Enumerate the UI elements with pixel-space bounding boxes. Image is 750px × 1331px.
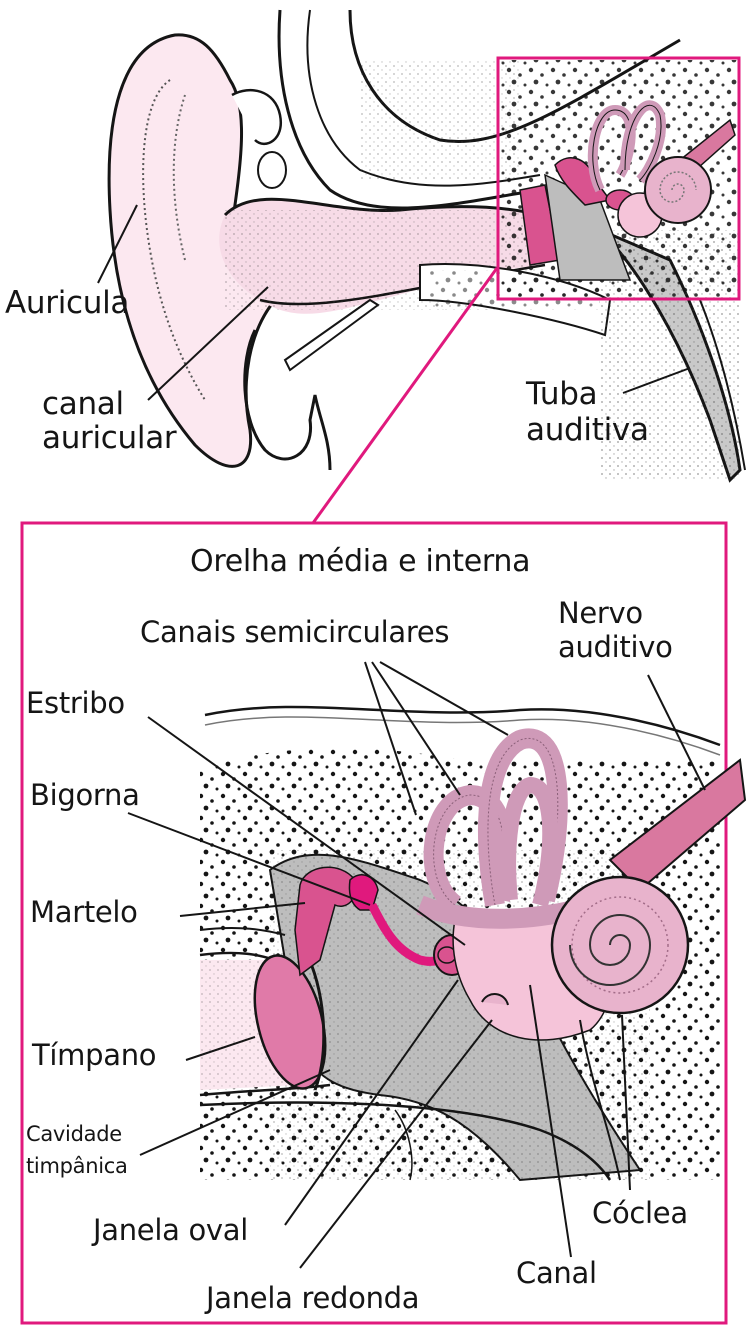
- overview-illustration: [107, 9, 746, 483]
- inner-ear-highlight-frame: [496, 56, 741, 301]
- semicircular-canal-3: [500, 776, 559, 908]
- label-estribo: Estribo: [26, 686, 125, 720]
- label-janela-redonda: Janela redonda: [206, 1281, 420, 1315]
- inset-illustration: [199, 705, 747, 1182]
- cochlea-shape: [550, 875, 690, 1015]
- label-auricula: Auricula: [5, 285, 130, 321]
- label-canal-auricular-line2: auricular: [42, 420, 177, 456]
- label-janela-oval: Janela oval: [93, 1213, 249, 1247]
- label-nervo-auditivo-line1: Nervo: [558, 596, 643, 630]
- label-timpano: Tímpano: [32, 1038, 157, 1072]
- label-canal: Canal: [516, 1256, 597, 1290]
- label-nervo-auditivo-line2: auditivo: [558, 630, 673, 664]
- round-window-shape: [481, 993, 509, 1006]
- label-bigorna: Bigorna: [30, 778, 140, 812]
- label-martelo: Martelo: [30, 895, 138, 929]
- leader-lines: [127, 661, 706, 1269]
- label-cavidade-timpanica-line2: timpânica: [26, 1154, 128, 1178]
- eardrum-shape: [253, 954, 327, 1090]
- label-canais-semicirculares: Canais semicirculares: [140, 615, 450, 649]
- label-tuba-auditiva-line2: auditiva: [526, 412, 649, 448]
- inset-title: Orelha média e interna: [190, 544, 531, 579]
- label-tuba-auditiva-line1: Tuba: [526, 376, 598, 412]
- inset-connector-line: [311, 267, 499, 524]
- label-cavidade-timpanica-line1: Cavidade: [26, 1122, 122, 1146]
- label-coclea: Cóclea: [592, 1196, 688, 1230]
- label-canal-auricular-line1: canal: [42, 386, 124, 422]
